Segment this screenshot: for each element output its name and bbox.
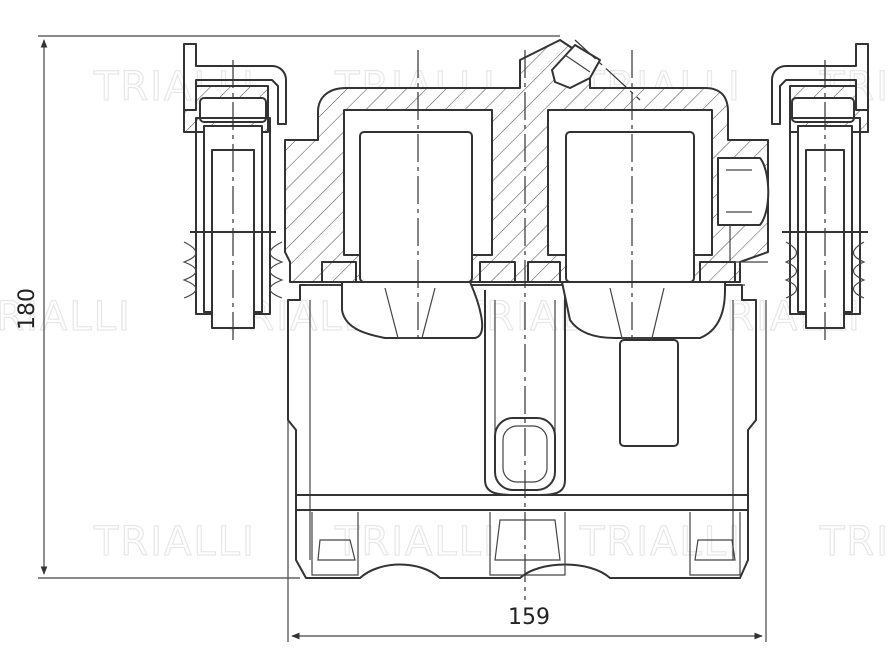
bleed-nipple (551, 44, 601, 89)
guide-pin-left (182, 43, 287, 340)
center-lines (417, 39, 641, 600)
watermark-brand: TRIALLI (0, 294, 132, 340)
watermark-brand: TRIALLI (334, 519, 497, 565)
watermark-brand: TRIALLI (819, 519, 889, 565)
caliper-frame (287, 284, 757, 579)
guide-pin-right (771, 43, 869, 340)
piston-left (359, 131, 473, 283)
piston-right (565, 131, 695, 283)
watermark-brand: TRIALLI (93, 519, 256, 565)
height-dimension-label: 180 (15, 288, 40, 330)
height-dimension: 180 (15, 35, 560, 579)
width-dimension-label: 159 (508, 605, 550, 630)
piston-stem (619, 339, 679, 447)
width-dimension: 159 (287, 300, 767, 642)
watermark-brand: TRIALLI (579, 519, 742, 565)
